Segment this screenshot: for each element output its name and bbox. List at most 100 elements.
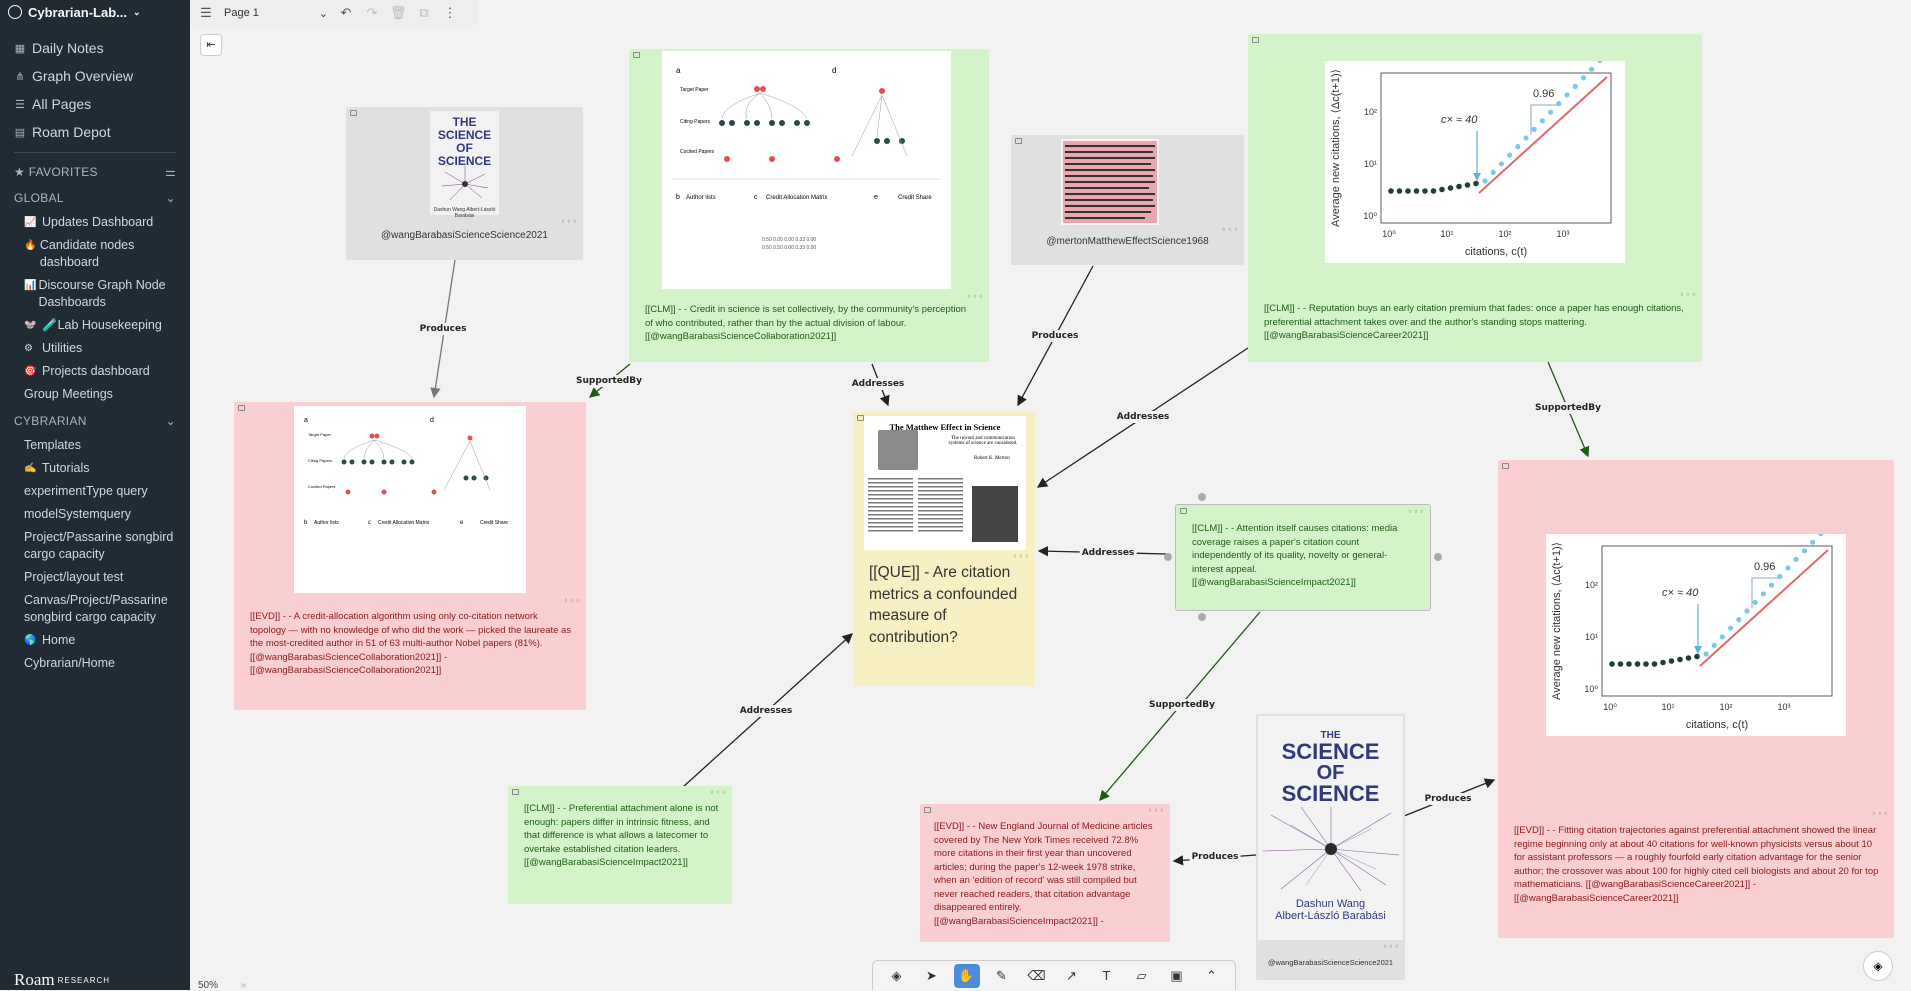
selection-handle[interactable] xyxy=(1434,553,1442,561)
chart-point xyxy=(1597,58,1603,64)
fig-panel-d: d xyxy=(832,66,836,75)
node-que-citation-metrics[interactable]: The Matthew Effect in Science The reward… xyxy=(853,412,1035,686)
nav-roam-depot[interactable]: ▤Roam Depot xyxy=(14,124,111,140)
graph-switcher[interactable]: Cybrarian-Lab... ⌄ xyxy=(0,0,190,24)
node-type-icon xyxy=(633,52,640,58)
sidebar-item-label: Updates Dashboard xyxy=(42,215,154,229)
global-item[interactable]: ⚙Utilities xyxy=(0,337,190,360)
toggle-panel-button[interactable]: ⇤ xyxy=(200,34,222,56)
eraser-tool-icon[interactable]: ⌫ xyxy=(1027,967,1046,983)
book-cover-of: OF xyxy=(1316,762,1345,784)
node-text: [[EVD]] - - New England Journal of Medic… xyxy=(934,821,1153,927)
sidebar-item-label: 🧪Lab Housekeeping xyxy=(42,318,162,332)
discourse-node-tool-icon[interactable]: ◈ xyxy=(891,967,902,983)
merton-excerpt-image xyxy=(1061,139,1159,225)
cybrarian-item[interactable]: ✍Tutorials xyxy=(0,457,190,480)
selection-handle[interactable] xyxy=(1164,553,1172,561)
node-evd-fitting[interactable]: Average new citations, ⟨Δc(t+1)⟩citation… xyxy=(1498,460,1894,938)
node-text: [[QUE]] - Are citation metrics a confoun… xyxy=(869,564,1018,646)
node-clm-preferential[interactable]: ◊ ◊ ◊ [[CLM]] - - Preferential attachmen… xyxy=(508,786,732,904)
chart-point xyxy=(1523,135,1529,141)
node-clm-credit[interactable]: a d Target Paper Citing Papers Cocited P… xyxy=(629,49,989,362)
select-tool-icon[interactable]: ➤ xyxy=(926,967,937,983)
favorites-section[interactable]: ★ FAVORITES⚌ xyxy=(14,165,176,179)
global-item[interactable]: 🔥Candidate nodes dashboard xyxy=(0,234,190,274)
menu-icon[interactable]: ☰ xyxy=(200,5,212,20)
duplicate-icon[interactable]: ⧉ xyxy=(419,5,429,20)
cybrarian-section[interactable]: CYBRARIAN⌄ xyxy=(14,414,176,428)
node-clm-reputation[interactable]: Average new citations, ⟨Δc(t+1)⟩citation… xyxy=(1248,34,1702,362)
cybrarian-item[interactable]: 🌎Home xyxy=(0,629,190,652)
cybrarian-item[interactable]: Canvas/Project/Passarine songbird cargo … xyxy=(0,589,190,629)
settings-sliders-icon[interactable]: ⚌ xyxy=(164,165,176,179)
nav-all-pages[interactable]: ☰All Pages xyxy=(15,96,92,112)
node-evd-nejm[interactable]: ◊ ◊ ◊ [[EVD]] - - New England Journal of… xyxy=(920,804,1170,942)
sidebar-item-label: Home xyxy=(42,633,76,647)
draw-tool-icon[interactable]: ✎ xyxy=(996,967,1007,983)
fig-panel-b: b xyxy=(676,194,680,201)
more-icon[interactable]: ⋮ xyxy=(443,5,457,20)
help-button[interactable]: ◈ xyxy=(1863,951,1893,981)
chart-slope-bracket xyxy=(1751,577,1778,608)
chart-point xyxy=(1793,556,1799,562)
canvas-toolbar: ◈ ➤ ✋ ✎ ⌫ ↗ T ▱ ▣ ⌃ xyxy=(872,960,1236,990)
node-type-icon xyxy=(350,110,357,116)
selection-handle[interactable] xyxy=(1198,493,1206,501)
zoom-level[interactable]: 50% » xyxy=(198,980,247,991)
chart-point xyxy=(1498,161,1504,167)
edge-label: Produces xyxy=(1189,851,1241,863)
cybrarian-item[interactable]: modelSystemquery xyxy=(0,503,190,526)
chart-xtick: 10¹ xyxy=(1440,229,1453,239)
selection-handle[interactable] xyxy=(1198,613,1206,621)
page-selector[interactable]: Page 1⌄ xyxy=(224,7,328,20)
chart-slope-label: 0.96 xyxy=(1754,561,1775,573)
chart-slope-label: 0.96 xyxy=(1533,88,1554,100)
chart-xtick: 10³ xyxy=(1556,229,1569,239)
global-item[interactable]: Group Meetings xyxy=(0,383,190,406)
node-ref-merton[interactable]: ◊ ◊ ◊ @mertonMatthewEffectScience1968 xyxy=(1011,135,1244,265)
citation-trajectory-chart: Average new citations, ⟨Δc(t+1)⟩citation… xyxy=(1325,58,1625,263)
global-item[interactable]: 🐭🧪Lab Housekeeping xyxy=(0,314,190,337)
trash-icon[interactable]: 🗑 xyxy=(390,5,407,20)
chart-point xyxy=(1482,178,1488,184)
nav-graph-overview[interactable]: ⋔Graph Overview xyxy=(15,68,134,84)
cybrarian-item[interactable]: Templates xyxy=(0,434,190,457)
cybrarian-item[interactable]: Project/Passarine songbird cargo capacit… xyxy=(0,526,190,566)
note-tool-icon[interactable]: ▱ xyxy=(1136,967,1147,983)
chart-point xyxy=(1430,188,1437,194)
global-section[interactable]: GLOBAL⌄ xyxy=(14,191,176,205)
node-meta: ◊ ◊ ◊ xyxy=(1680,292,1696,298)
chart-point xyxy=(1473,180,1479,187)
node-evd-credit-algorithm[interactable]: a d Target Paper Citing Papers Cocited P… xyxy=(234,402,586,710)
graph-name: Cybrarian-Lab... xyxy=(28,4,127,20)
global-item[interactable]: 🎯Projects dashboard xyxy=(0,360,190,383)
canvas-topbar: ☰ Page 1⌄ ↶ ↷ 🗑 ⧉ ⋮ xyxy=(190,0,478,26)
global-item[interactable]: 📈Updates Dashboard xyxy=(0,211,190,234)
graph-icon: ⋔ xyxy=(15,70,25,83)
fig-panel-c: c xyxy=(368,520,371,526)
edge-label: SupportedBy xyxy=(1533,402,1603,414)
cybrarian-item[interactable]: experimentType query xyxy=(0,480,190,503)
chart-point xyxy=(1760,591,1766,597)
chart-xtick: 10⁰ xyxy=(1603,702,1617,712)
chart-point xyxy=(1728,625,1734,631)
cybrarian-item[interactable]: Cybrarian/Home xyxy=(0,652,190,675)
node-ref-book-cover[interactable]: THE SCIENCE OF SCIENCE Dashun Wang Alber… xyxy=(1256,714,1405,980)
node-label: @wangBarabasiScienceScience2021 xyxy=(381,230,548,241)
image-tool-icon[interactable]: ▣ xyxy=(1170,967,1183,983)
redo-icon[interactable]: ↷ xyxy=(366,5,378,20)
chart-point xyxy=(1515,144,1521,150)
hand-tool-icon[interactable]: ✋ xyxy=(953,963,980,988)
global-item[interactable]: 📊Discourse Graph Node Dashboards xyxy=(0,274,190,314)
cybrarian-item[interactable]: Project/layout test xyxy=(0,566,190,589)
chevron-up-icon[interactable]: ⌃ xyxy=(1206,967,1217,983)
chart-xlabel: citations, c(t) xyxy=(1686,719,1748,731)
node-clm-attention[interactable]: ◊ ◊ ◊ [[CLM]] - - Attention itself cause… xyxy=(1175,504,1431,611)
text-tool-icon[interactable]: T xyxy=(1102,968,1111,983)
node-ref-science-of-science[interactable]: THE SCIENCE OF SCIENCE Dashun Wang Alber… xyxy=(346,107,583,260)
arrow-tool-icon[interactable]: ↗ xyxy=(1066,967,1077,983)
undo-icon[interactable]: ↶ xyxy=(340,5,352,20)
nav-daily-notes[interactable]: ▦Daily Notes xyxy=(14,40,104,56)
node-type-icon xyxy=(1252,37,1259,43)
